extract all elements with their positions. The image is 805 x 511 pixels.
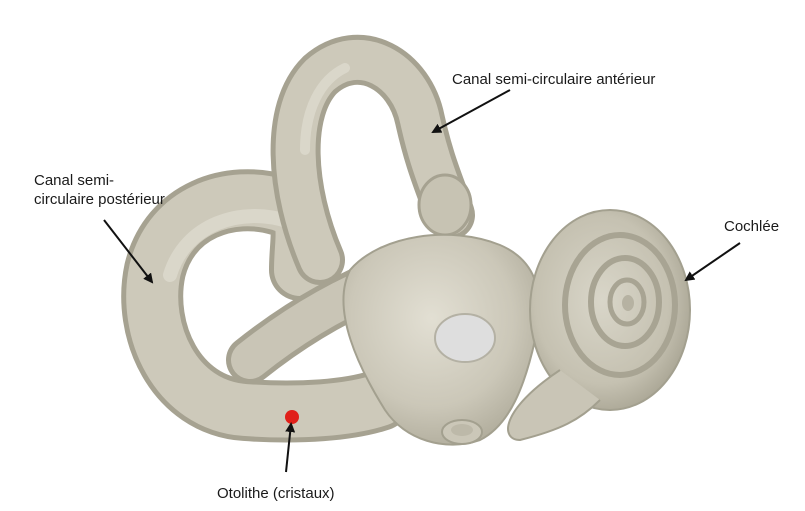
- label-posterior-canal-line1: Canal semi-: [34, 171, 165, 190]
- label-cochlea: Cochlée: [724, 217, 779, 236]
- label-posterior-canal-line2: circulaire postérieur: [34, 190, 165, 209]
- anterior-canal: [296, 60, 471, 260]
- oval-window: [435, 314, 495, 362]
- label-posterior-canal: Canal semi- circulaire postérieur: [34, 171, 165, 209]
- label-anterior-canal: Canal semi-circulaire antérieur: [452, 70, 655, 89]
- cochlea: [508, 210, 690, 440]
- arrow-cochlea: [686, 243, 740, 280]
- otolith-dot: [285, 410, 299, 424]
- label-otolith: Otolithe (cristaux): [217, 484, 335, 503]
- arrow-anterior: [433, 90, 510, 132]
